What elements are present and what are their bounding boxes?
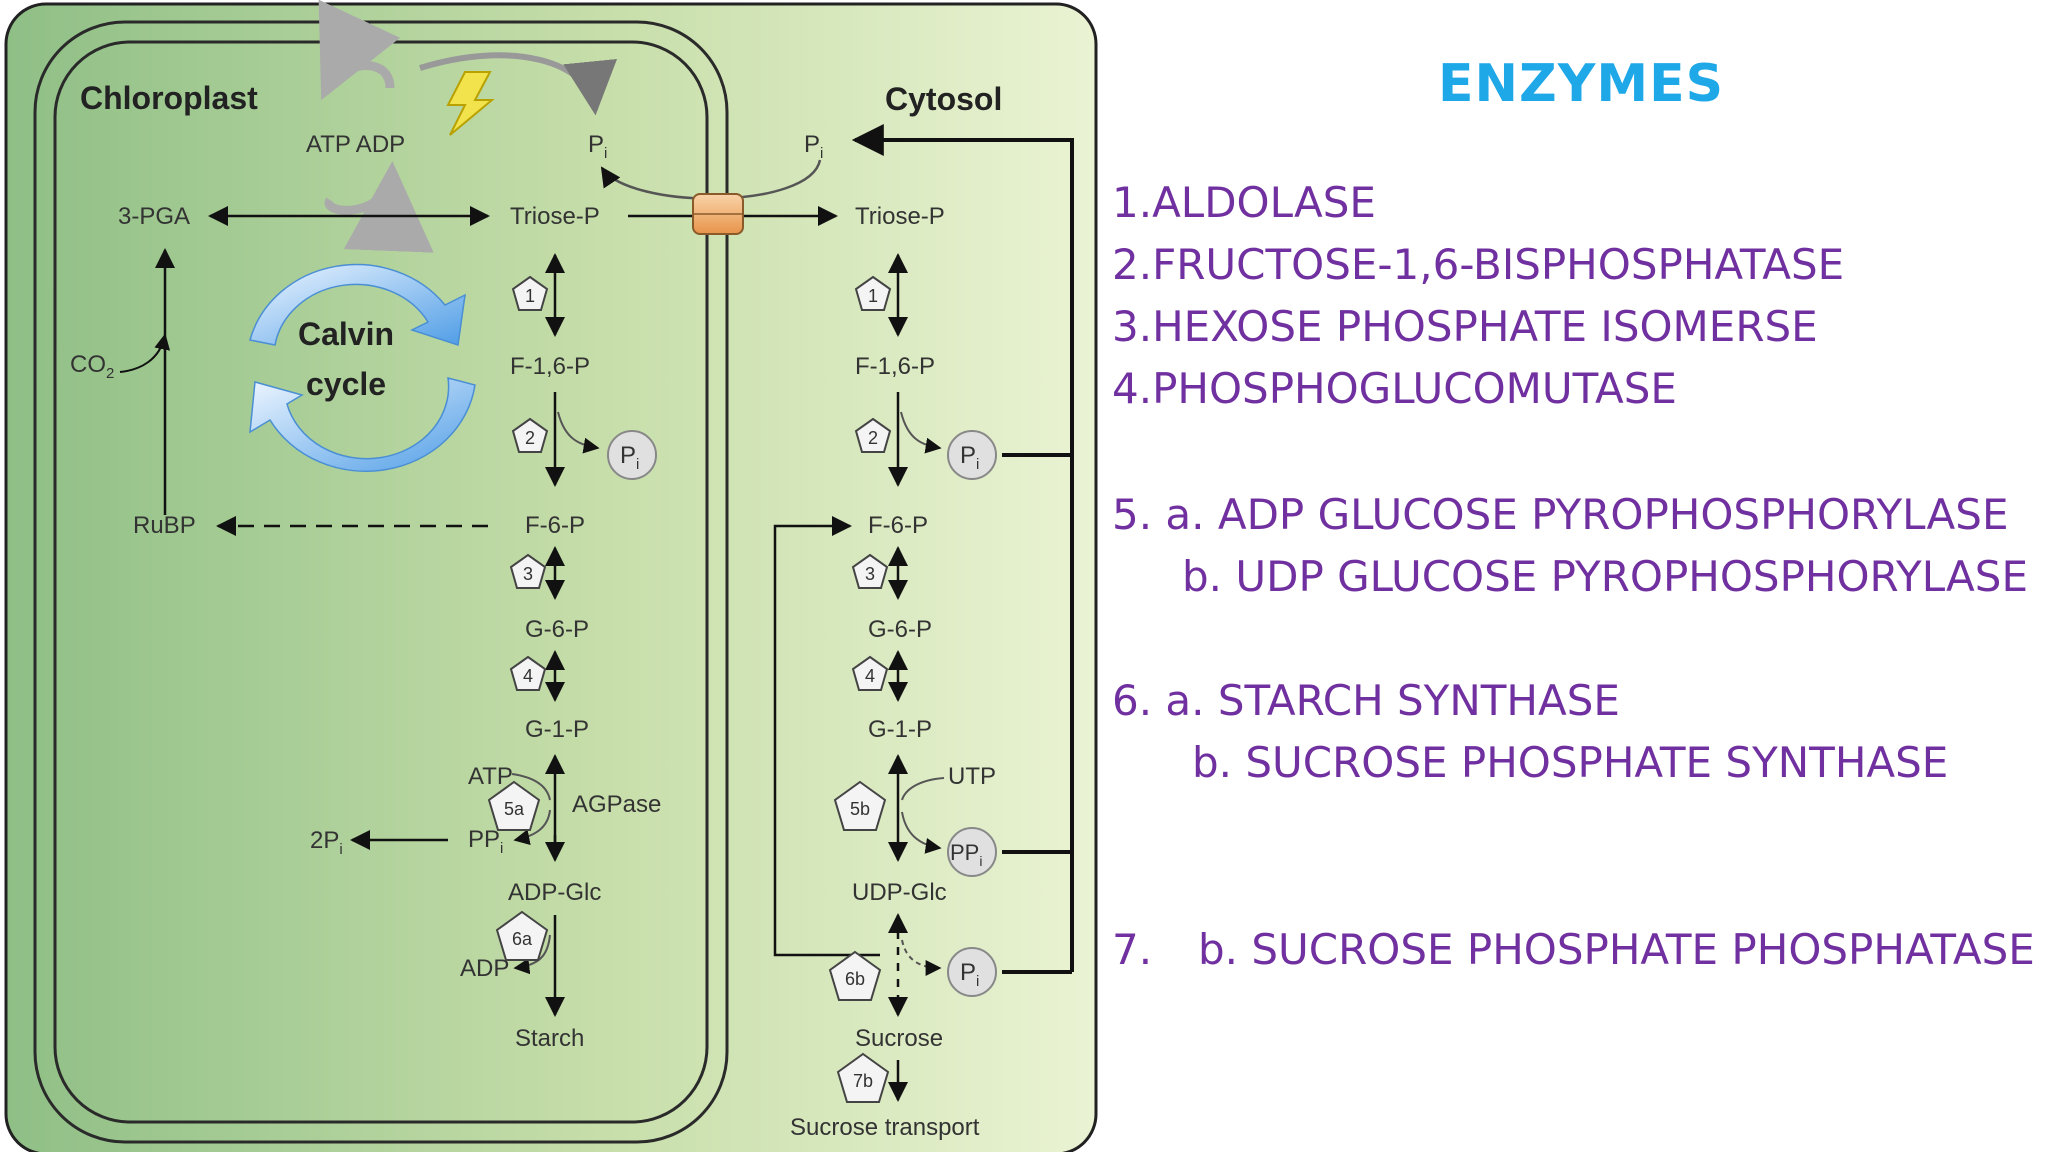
- svg-text:6b: 6b: [845, 969, 865, 989]
- step-5a: 5a: [487, 780, 541, 831]
- svg-text:2: 2: [525, 428, 535, 448]
- step-6a: 6a: [495, 910, 549, 961]
- enzyme-item: b. SUCROSE PHOSPHATE SYNTHASE: [1192, 738, 1949, 787]
- cytosol-label: Cytosol: [885, 81, 1002, 117]
- agpase-label: AGPase: [572, 791, 661, 818]
- chloroplast-f6p: F-6-P: [525, 512, 585, 539]
- chloroplast-starch: Starch: [515, 1025, 584, 1052]
- step-2-chloroplast: 2: [511, 417, 549, 453]
- svg-text:1: 1: [868, 286, 878, 306]
- chloroplast-adp: ADP: [460, 955, 509, 982]
- chloroplast-triose-p: Triose-P: [510, 203, 600, 230]
- calvin-label-2: cycle: [306, 366, 386, 402]
- chloroplast-3pga: 3-PGA: [118, 203, 190, 230]
- svg-text:5a: 5a: [504, 799, 525, 819]
- enzyme-item: 4.PHOSPHOGLUCOMUTASE: [1112, 364, 1677, 413]
- svg-text:Pi: Pi: [960, 959, 979, 990]
- step-3-cytosol: 3: [851, 553, 889, 589]
- svg-text:1: 1: [525, 286, 535, 306]
- chloroplast-atp: ATP: [468, 763, 513, 790]
- step-2-cytosol: 2: [854, 417, 892, 453]
- chloroplast-pi-circle: [607, 430, 657, 480]
- rubp-label: RuBP: [133, 512, 196, 539]
- cytosol-g6p: G-6-P: [868, 616, 932, 643]
- atp-adp-label: ATP ADP: [306, 131, 405, 158]
- step-4-cytosol: 4: [851, 655, 889, 691]
- step-1-chloroplast: 1: [511, 275, 549, 311]
- svg-text:3: 3: [523, 564, 533, 584]
- svg-text:Pi: Pi: [620, 442, 639, 473]
- cytosol-udp-glc: UDP-Glc: [852, 879, 947, 906]
- step-3-chloroplast: 3: [509, 553, 547, 589]
- cytosol-f6p: F-6-P: [868, 512, 928, 539]
- enzymes-panel: ENZYMES 1.ALDOLASE 2.FRUCTOSE-1,6-BISPHO…: [1100, 0, 2048, 1152]
- cytosol-utp: UTP: [948, 763, 996, 790]
- svg-text:7b: 7b: [853, 1071, 873, 1091]
- step-6b: 6b: [828, 950, 882, 1001]
- svg-text:Pi: Pi: [960, 442, 979, 473]
- sucrose-transport-label: Sucrose transport: [790, 1114, 980, 1141]
- svg-text:2: 2: [868, 428, 878, 448]
- chloroplast-g6p: G-6-P: [525, 616, 589, 643]
- cytosol-pi-circle: [947, 430, 997, 480]
- svg-text:5b: 5b: [850, 799, 870, 819]
- svg-text:4: 4: [865, 666, 875, 686]
- enzyme-item: 1.ALDOLASE: [1112, 178, 1376, 227]
- cytosol-pi-circle-2: [947, 947, 997, 997]
- chloroplast-g1p: G-1-P: [525, 716, 589, 743]
- chloroplast-adp-glc: ADP-Glc: [508, 879, 601, 906]
- enzyme-item: 6. a. STARCH SYNTHASE: [1112, 676, 1620, 725]
- cytosol-f16p: F-1,6-P: [855, 353, 935, 380]
- diagram-background: [4, 2, 1098, 1152]
- step-1-cytosol: 1: [854, 275, 892, 311]
- two-pi-label: 2Pi: [310, 827, 343, 858]
- enzyme-item: 2.FRUCTOSE-1,6-BISPHOSPHATASE: [1112, 240, 1845, 289]
- enzyme-item: 7.: [1112, 925, 1153, 974]
- step-5b: 5b: [833, 780, 887, 831]
- cytosol-sucrose: Sucrose: [855, 1025, 943, 1052]
- enzymes-title: ENZYMES: [1438, 54, 1725, 114]
- co2-label: CO2: [70, 351, 114, 382]
- enzyme-item: 3.HEXOSE PHOSPHATE ISOMERSE: [1112, 302, 1818, 351]
- chloroplast-f16p: F-1,6-P: [510, 353, 590, 380]
- cytosol-g1p: G-1-P: [868, 716, 932, 743]
- cytosol-ppi-circle: [947, 827, 997, 877]
- calvin-label-1: Calvin: [298, 316, 394, 352]
- chloroplast-pi-top: Pi: [588, 131, 607, 162]
- step-4-chloroplast: 4: [509, 655, 547, 691]
- enzyme-item: b. UDP GLUCOSE PYROPHOSPHORYLASE: [1182, 552, 2028, 601]
- calvin-cycle-arrows-icon: [249, 263, 476, 472]
- membrane-transporter-icon: [692, 193, 744, 235]
- pi-return-bracket: [855, 140, 1074, 974]
- lightning-bolt-icon: [446, 71, 495, 136]
- svg-text:6a: 6a: [512, 929, 533, 949]
- cytosol-pi-top: Pi: [804, 131, 823, 162]
- chloroplast-label: Chloroplast: [80, 80, 258, 116]
- enzyme-item: 5. a. ADP GLUCOSE PYROPHOSPHORYLASE: [1112, 490, 2009, 539]
- step-7b: 7b: [836, 1052, 890, 1103]
- svg-text:4: 4: [523, 666, 533, 686]
- cytosol-triose-p: Triose-P: [855, 203, 945, 230]
- chloroplast-ppi: PPi: [468, 826, 503, 857]
- svg-text:3: 3: [865, 564, 875, 584]
- sucrose-starch-pathway-diagram: Chloroplast Cytosol ATP ADP Pi Pi 3-PGA …: [4, 0, 1098, 1152]
- enzyme-item: b. SUCROSE PHOSPHATE PHOSPHATASE: [1198, 925, 2035, 974]
- svg-text:PPi: PPi: [950, 840, 982, 869]
